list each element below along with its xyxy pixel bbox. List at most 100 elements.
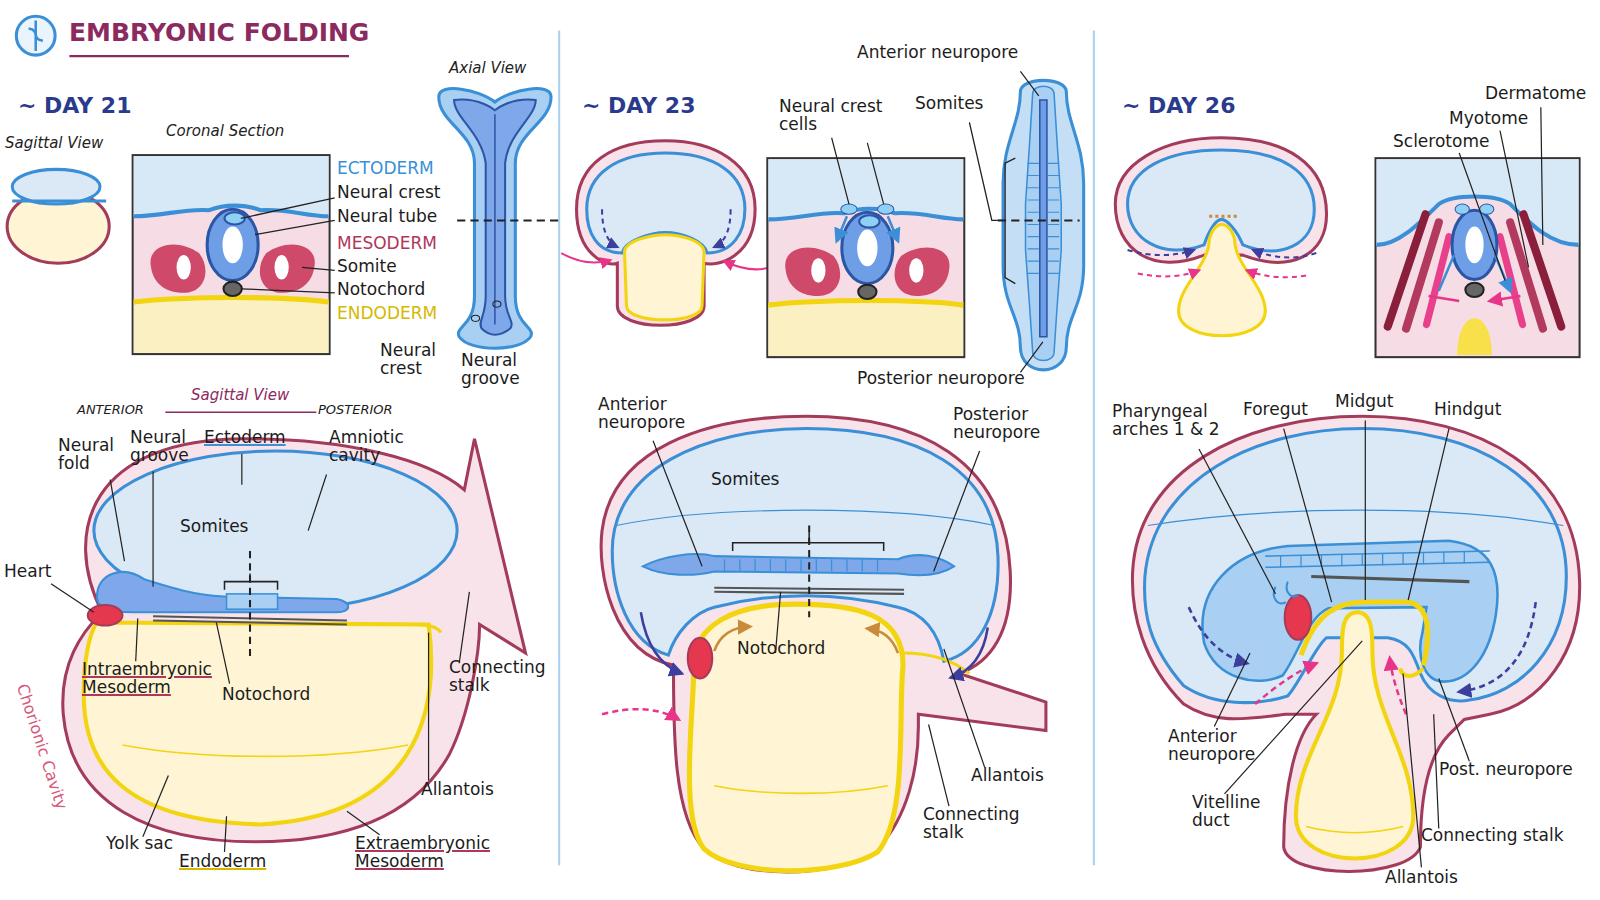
- part-label: ANTERIOR: [77, 403, 144, 417]
- leader-line: [224, 816, 226, 852]
- endoderm-area: [134, 297, 329, 353]
- amnion: [12, 169, 100, 204]
- coronal-section: [767, 158, 964, 357]
- heart: [1285, 595, 1312, 640]
- fold-arrow: [867, 629, 898, 653]
- somite-mark: [1028, 163, 1039, 273]
- part-label: Yolk sac: [106, 835, 173, 853]
- part-label: Connecting stalk: [449, 659, 551, 695]
- leader-line: [832, 138, 884, 204]
- neural-canal: [1040, 100, 1047, 337]
- part-label: Connecting stalk: [1421, 827, 1564, 845]
- leader-line: [241, 198, 335, 218]
- fold-arrow: [1189, 607, 1247, 663]
- somites: [227, 594, 278, 609]
- leader-lines: [51, 454, 469, 852]
- leader-line: [51, 584, 94, 613]
- neural-crest-cell: [878, 204, 894, 214]
- leader-line: [929, 724, 949, 806]
- part-label: Somite: [337, 258, 397, 276]
- leader-line: [241, 454, 242, 485]
- part-label: Somites: [180, 518, 248, 536]
- fold-arrow: [1128, 250, 1194, 255]
- neural-tube: [1452, 210, 1497, 279]
- somitocoel: [177, 255, 191, 279]
- leader-line: [1284, 429, 1332, 602]
- part-label: Anterior neuropore: [857, 44, 1018, 62]
- somite: [260, 244, 315, 292]
- sclerotome: [1500, 237, 1522, 325]
- migration-arrow: [1429, 296, 1521, 301]
- allantois: [413, 624, 441, 632]
- part-label: Endoderm: [179, 853, 266, 871]
- leader-line: [1199, 449, 1276, 594]
- leader-line: [1439, 679, 1470, 762]
- part-label: MESODERM: [337, 235, 437, 253]
- part-label: Somites: [711, 471, 779, 489]
- embryo-outline: [439, 89, 551, 349]
- chorion-outline: [601, 416, 1046, 872]
- logo-mark: [29, 20, 43, 51]
- yolk-sac: [1179, 224, 1266, 335]
- leader-line: [1403, 673, 1421, 867]
- fold-arrow: [714, 209, 730, 247]
- notochord: [223, 282, 241, 296]
- sclerotome: [1427, 237, 1449, 325]
- fold-arrow: [561, 253, 610, 263]
- part-label: Allantois: [421, 781, 494, 799]
- part-label: Midgut: [1335, 393, 1393, 411]
- embryonic-disc: [97, 572, 348, 612]
- migration-arrow: [837, 216, 847, 240]
- part-label: Myotome: [1449, 110, 1528, 128]
- embryonic-disc: [12, 199, 106, 202]
- part-label: Posterior neuropore: [953, 406, 1055, 442]
- part-label: Connecting stalk: [923, 806, 1035, 842]
- leader-line: [241, 289, 335, 293]
- callout-dot: [493, 301, 501, 307]
- notochord: [1311, 577, 1469, 582]
- somite-marks: [724, 559, 877, 571]
- logo: [16, 16, 55, 55]
- leader-line: [110, 480, 124, 562]
- part-label: Anterior neuropore: [598, 396, 700, 432]
- embryonic-disc: [643, 554, 954, 575]
- yolk-contour: [122, 745, 408, 756]
- part-label: Sclerotome: [1393, 133, 1489, 151]
- migration-arrow: [888, 216, 898, 240]
- part-label: POSTERIOR: [318, 403, 393, 417]
- leader-line: [143, 776, 169, 837]
- fold-arrow: [1138, 270, 1199, 276]
- part-label: Hindgut: [1434, 401, 1501, 419]
- part-label: Neural crest: [337, 184, 440, 202]
- amnion-contour: [616, 510, 995, 525]
- leader-line: [136, 618, 138, 661]
- neural-tube: [207, 209, 258, 280]
- neural-crest-cell: [1455, 204, 1469, 214]
- neural-crest-cell: [841, 204, 857, 214]
- fold-arrow: [602, 209, 617, 247]
- part-label: Allantois: [1385, 869, 1458, 887]
- coronal-section: [133, 155, 330, 354]
- fold-arrow: [724, 261, 770, 269]
- part-label: Amniotic cavity: [329, 429, 431, 465]
- part-label: Posterior neuropore: [857, 370, 1025, 388]
- allantois: [903, 653, 969, 673]
- leader-line: [1365, 420, 1366, 600]
- neural-crest-cell: [1480, 204, 1494, 214]
- leader-line: [152, 471, 153, 586]
- section-line: [998, 219, 1080, 221]
- part-label: Allantois: [971, 767, 1044, 785]
- part-label: Pharyngeal arches 1 & 2: [1112, 403, 1245, 439]
- fold-arrow: [1247, 270, 1306, 277]
- leader-line: [302, 267, 335, 270]
- separator: [1093, 31, 1095, 866]
- leader-line: [653, 441, 702, 567]
- title-underline: [69, 55, 349, 57]
- leader-line: [459, 592, 469, 663]
- part-label: Neural crest: [380, 342, 451, 378]
- part-label: Intraembryonic Mesoderm: [82, 661, 225, 697]
- separator: [558, 31, 560, 866]
- part-label: Neural groove: [130, 429, 201, 465]
- part-label: Dermatome: [1485, 85, 1586, 103]
- leader-line: [347, 811, 380, 834]
